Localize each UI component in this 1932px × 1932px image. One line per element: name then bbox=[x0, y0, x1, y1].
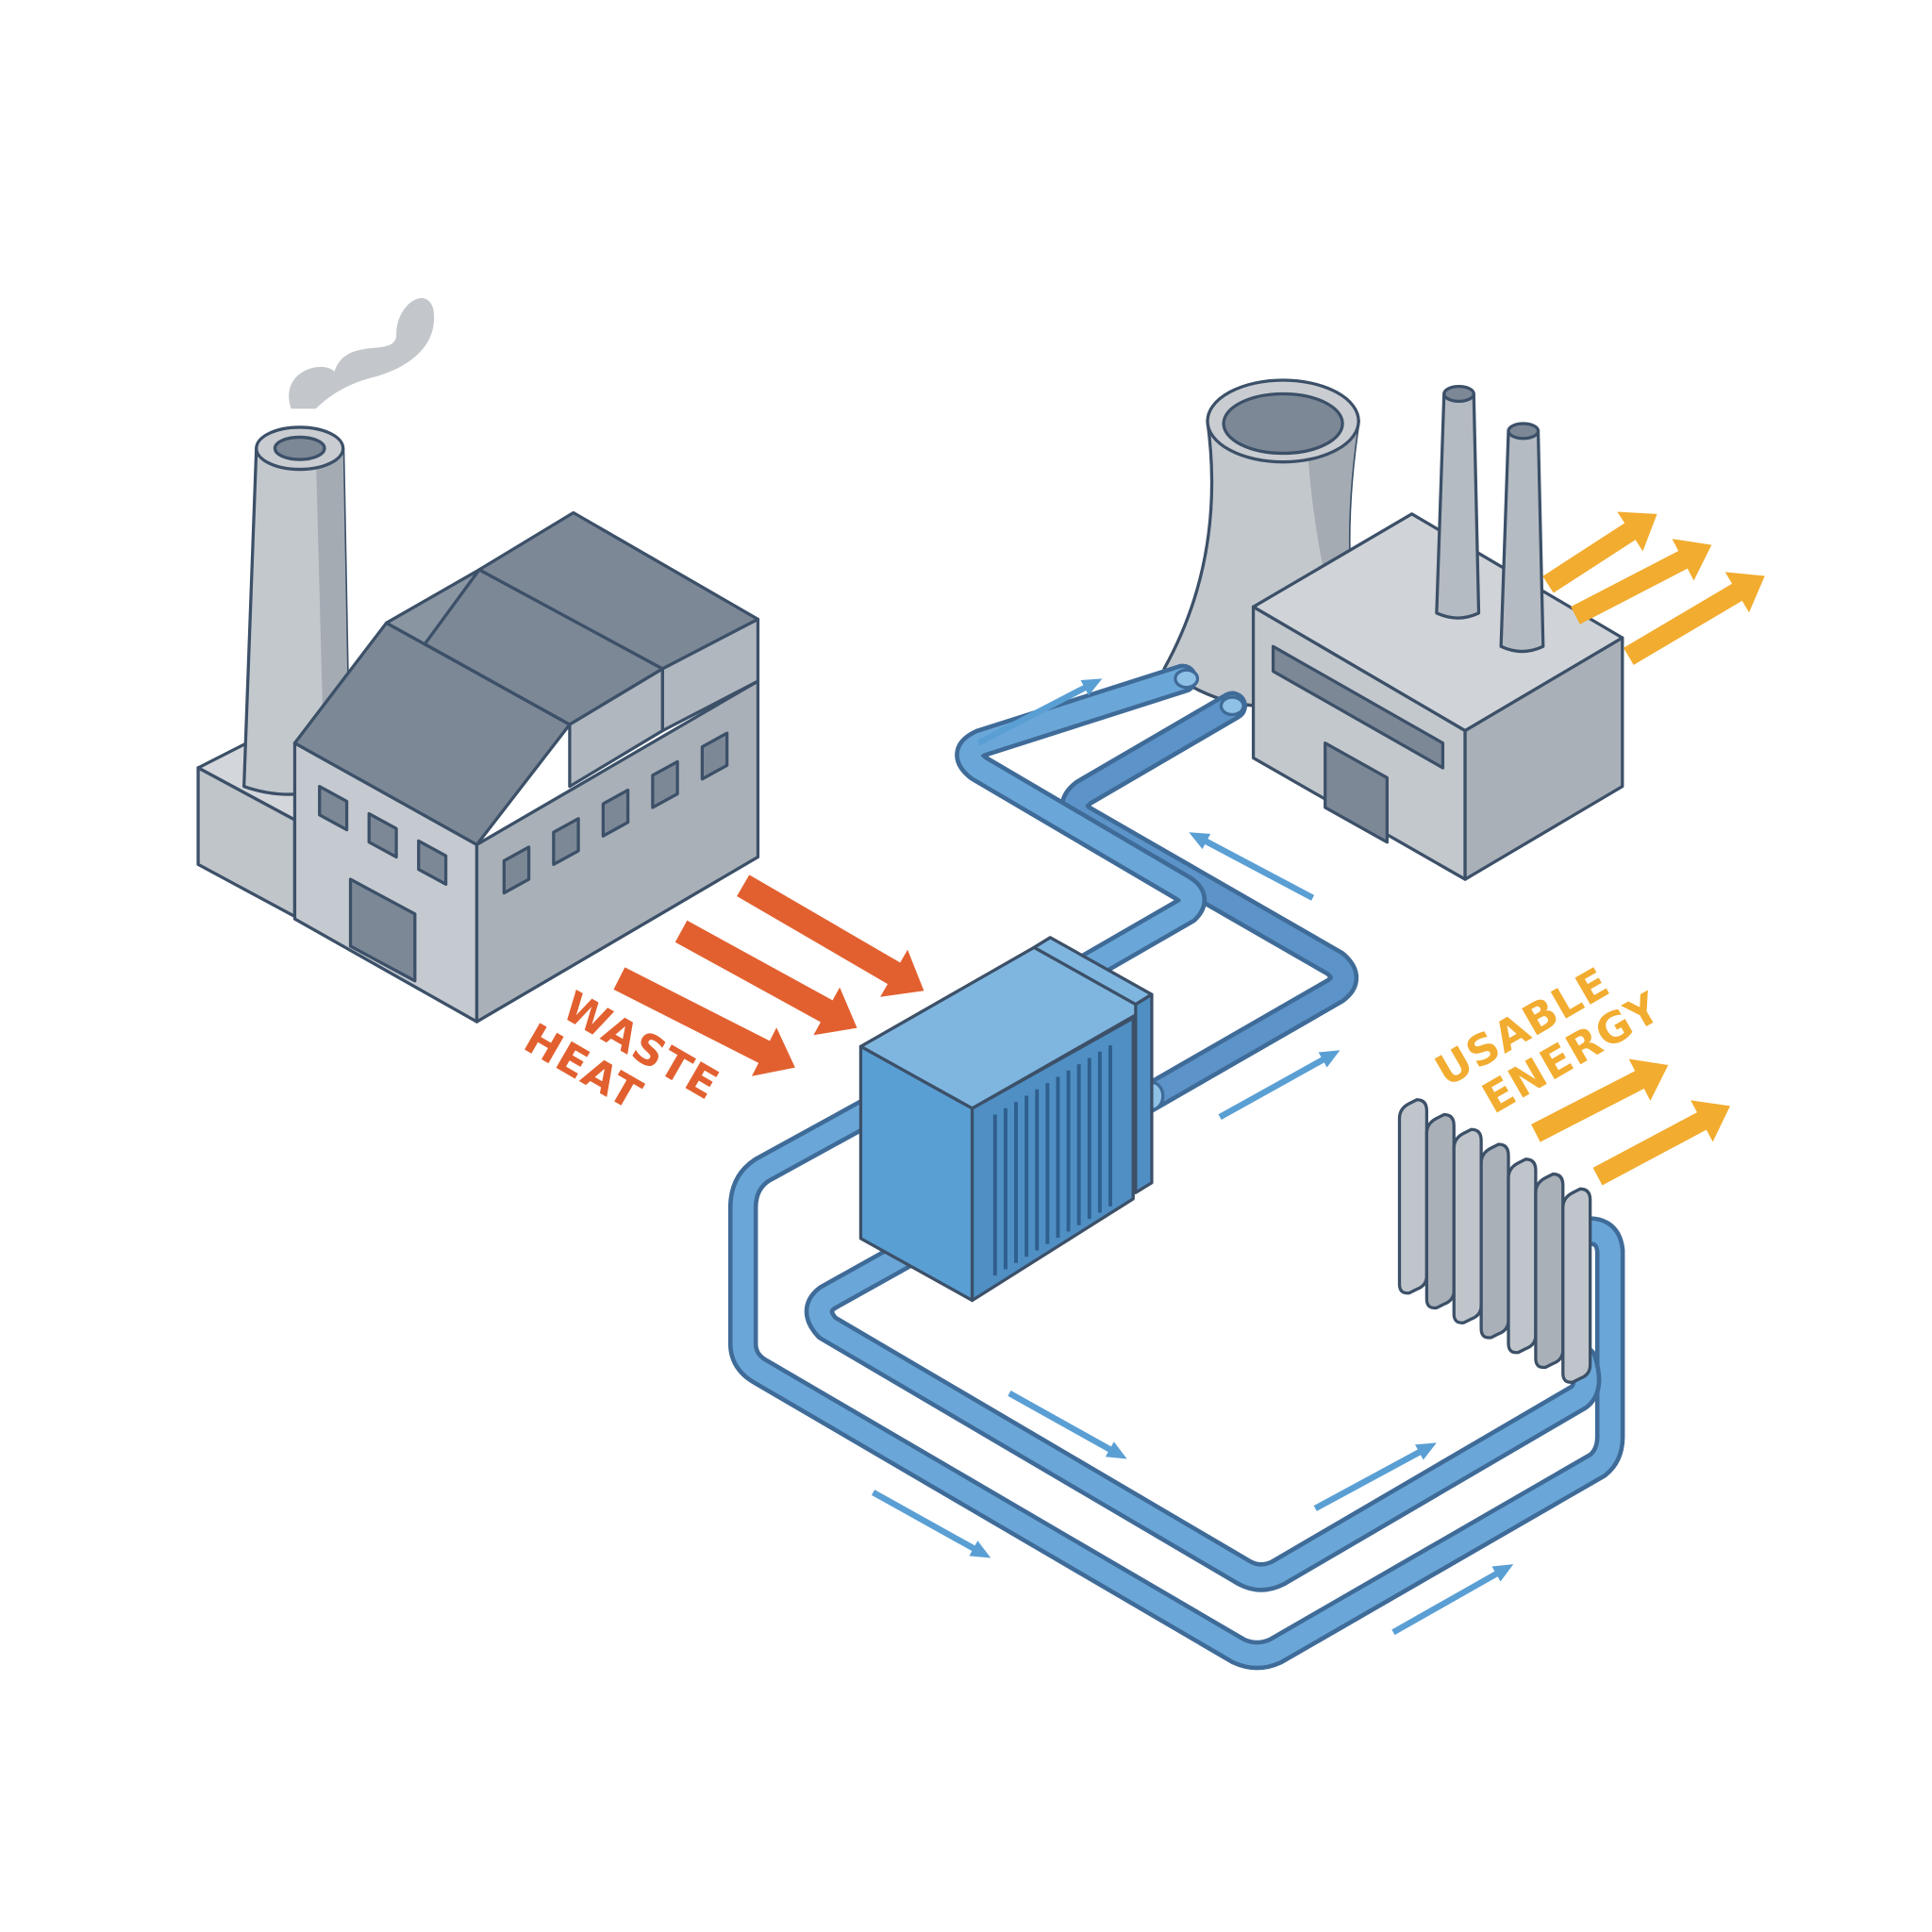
flow-direction-arrow-icon bbox=[1313, 1442, 1437, 1511]
flow-direction-arrow-icon bbox=[1008, 1391, 1127, 1459]
waste-heat-arrow-icon bbox=[613, 967, 795, 1076]
waste-heat-arrow-icon bbox=[675, 920, 858, 1036]
radiator bbox=[1397, 1098, 1592, 1384]
smokestack bbox=[1435, 384, 1545, 654]
radiator-fin bbox=[1479, 1142, 1510, 1340]
factory bbox=[196, 298, 760, 1024]
radiator-fin bbox=[1534, 1172, 1565, 1370]
pipe bbox=[808, 1234, 1597, 1589]
usable-energy-arrow-icon bbox=[1624, 572, 1765, 665]
power-plant bbox=[1162, 378, 1624, 881]
usable-energy-arrow-icon bbox=[1592, 1100, 1731, 1186]
factory-door bbox=[348, 877, 417, 983]
radiator-fin bbox=[1452, 1127, 1483, 1324]
waste-heat-arrow-icon bbox=[737, 874, 924, 997]
pipe-loops bbox=[727, 663, 1625, 1671]
usable-energy-arrow-icon bbox=[1542, 511, 1657, 593]
radiator-fin bbox=[1561, 1187, 1592, 1384]
pipe bbox=[1064, 695, 1355, 1110]
pipe-stub bbox=[1219, 695, 1245, 717]
flow-direction-arrow-icon bbox=[1218, 1050, 1341, 1121]
flow-direction-arrow-icon bbox=[976, 678, 1103, 746]
flow-direction-arrow-icon bbox=[1189, 832, 1315, 901]
flow-direction-arrow-icon bbox=[1391, 1564, 1514, 1636]
pipe-stub bbox=[1174, 668, 1200, 690]
radiator-fin bbox=[1397, 1098, 1429, 1295]
usable-energy-arrow-icon bbox=[1571, 539, 1712, 625]
smoke-icon bbox=[289, 298, 435, 409]
flow-direction-arrow-icon bbox=[871, 1490, 991, 1558]
usable-energy-arrow-icon bbox=[1531, 1058, 1669, 1142]
pipe bbox=[732, 1091, 1621, 1666]
heat-exchanger bbox=[858, 936, 1154, 1303]
radiator-fin bbox=[1424, 1112, 1456, 1310]
pipe bbox=[958, 668, 1203, 977]
radiator-fin bbox=[1507, 1158, 1538, 1355]
